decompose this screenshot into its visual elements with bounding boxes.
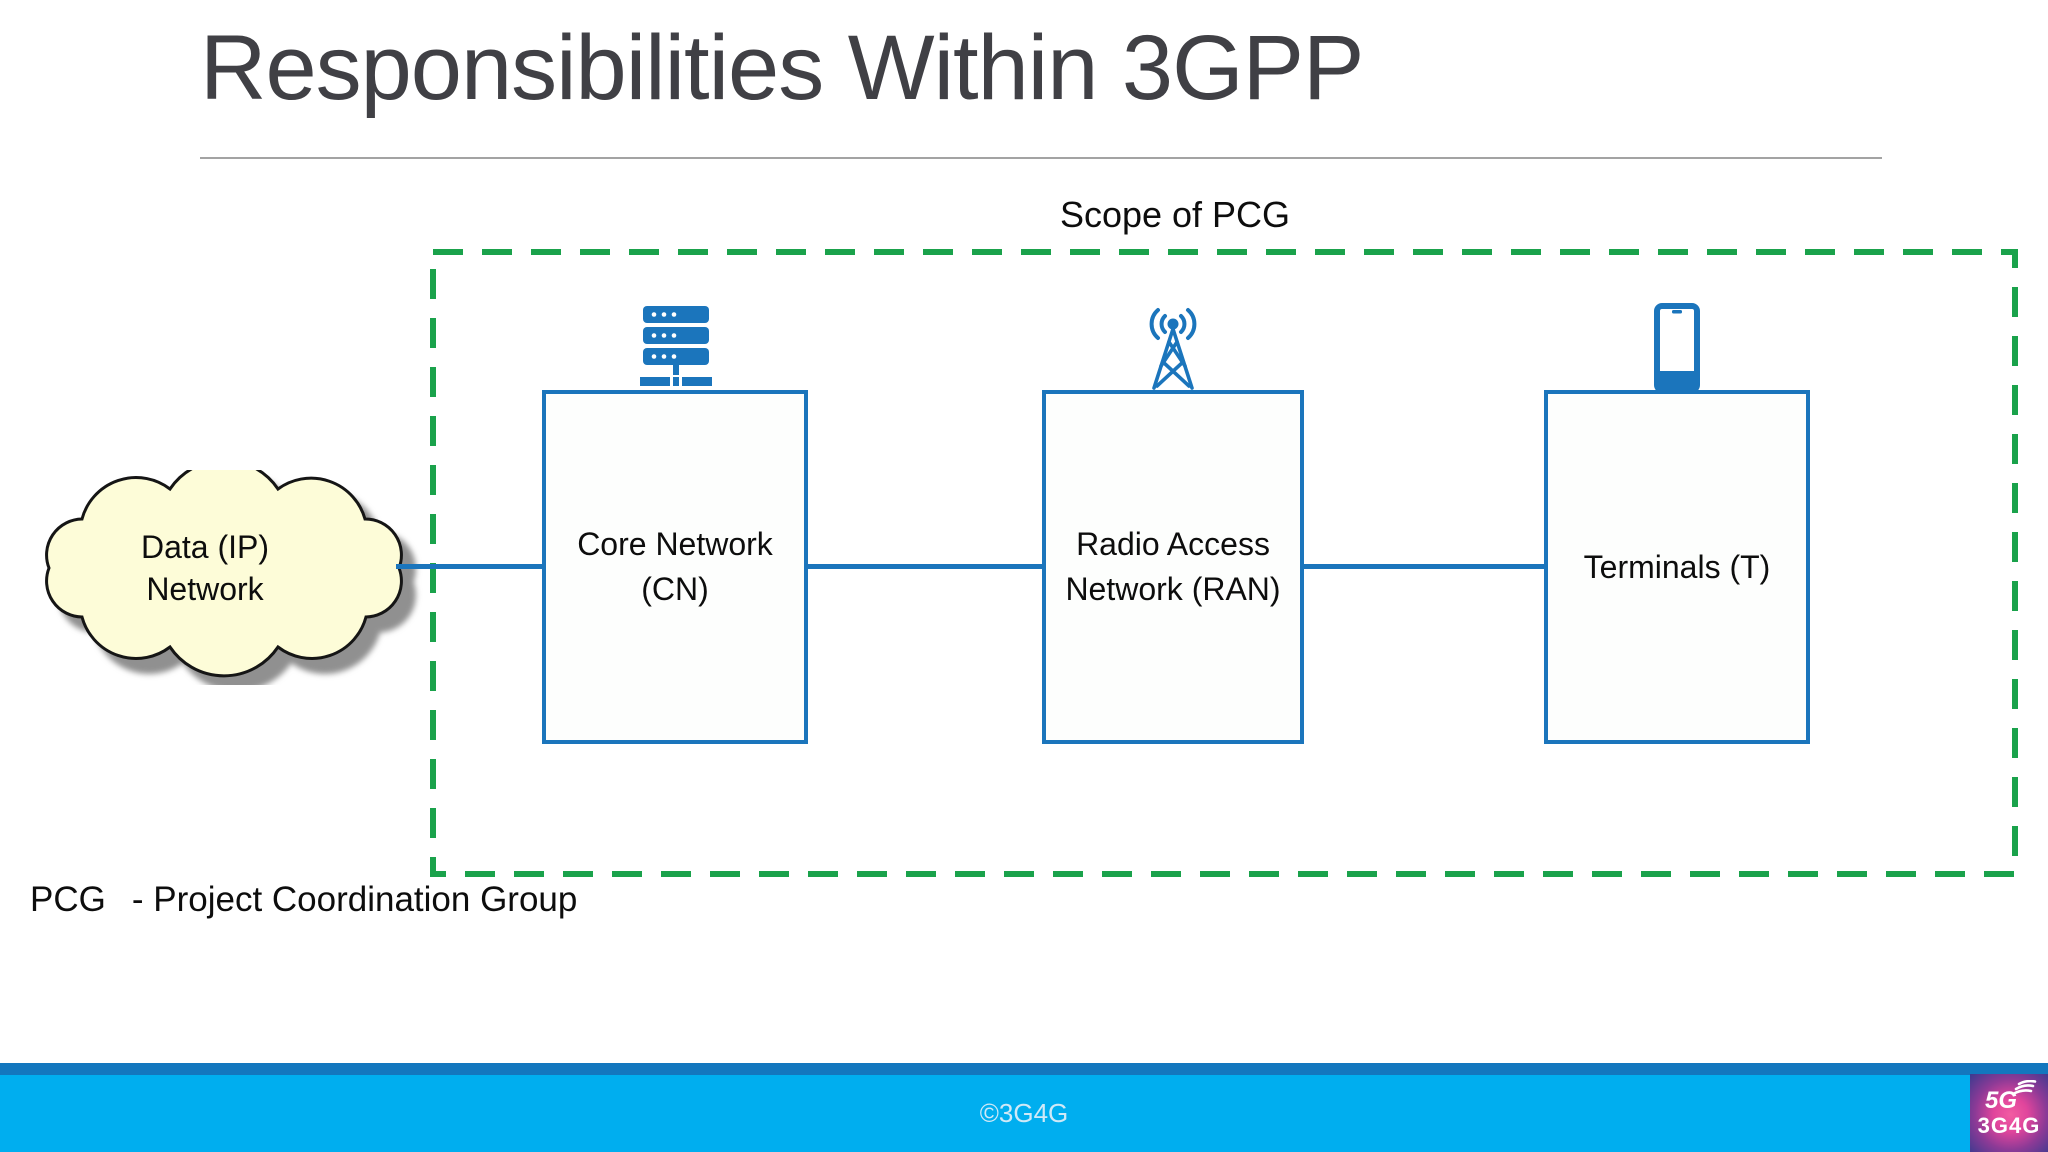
footer-bar <box>0 1075 2048 1152</box>
cloud-label: Data (IP) Network <box>60 518 350 618</box>
page-title: Responsibilities Within 3GPP <box>200 17 1364 119</box>
footnote-definition: - Project Coordination Group <box>131 880 578 919</box>
logo-5g-text: 5G <box>1984 1080 2037 1114</box>
terminals-label-line1: Terminals (T) <box>1583 548 1771 585</box>
smartphone-icon <box>1654 303 1700 393</box>
ran-label-line2: Network (RAN) <box>1065 571 1281 607</box>
server-stack-icon <box>640 306 712 386</box>
logo-swoosh-icon <box>2011 1080 2037 1096</box>
logo-3g4g-text: 3G4G <box>1977 1113 2041 1138</box>
core-network-box: Core Network (CN) <box>542 390 808 744</box>
connector-cloud-to-core <box>396 564 546 569</box>
scope-of-pcg-label: Scope of PCG <box>1059 194 1291 235</box>
logo-5g-label: 5G <box>1984 1087 2017 1114</box>
cloud-label-line2: Network <box>146 571 264 607</box>
ran-label-line1: Radio Access <box>1076 526 1270 563</box>
footnote-abbr: PCG <box>30 880 106 919</box>
terminals-box: Terminals (T) <box>1544 390 1810 744</box>
title-divider <box>200 157 1882 159</box>
logo-3g4g: 5G 3G4G <box>1970 1074 2048 1152</box>
core-network-label-line1: Core Network <box>577 526 773 563</box>
radio-access-network-box: Radio Access Network (RAN) <box>1042 390 1304 744</box>
pcg-footnote: PCG - Project Coordination Group <box>30 880 577 920</box>
connector-ran-to-terminals <box>1302 564 1548 569</box>
footer-stripe <box>0 1063 2048 1075</box>
core-network-label-line2: (CN) <box>641 571 709 607</box>
connector-core-to-ran <box>806 564 1046 569</box>
radio-tower-icon <box>1149 308 1197 390</box>
copyright-text: ©3G4G <box>979 1098 1069 1128</box>
cloud-label-line1: Data (IP) <box>140 528 270 565</box>
pcg-scope-dashed-boundary <box>430 249 2018 877</box>
